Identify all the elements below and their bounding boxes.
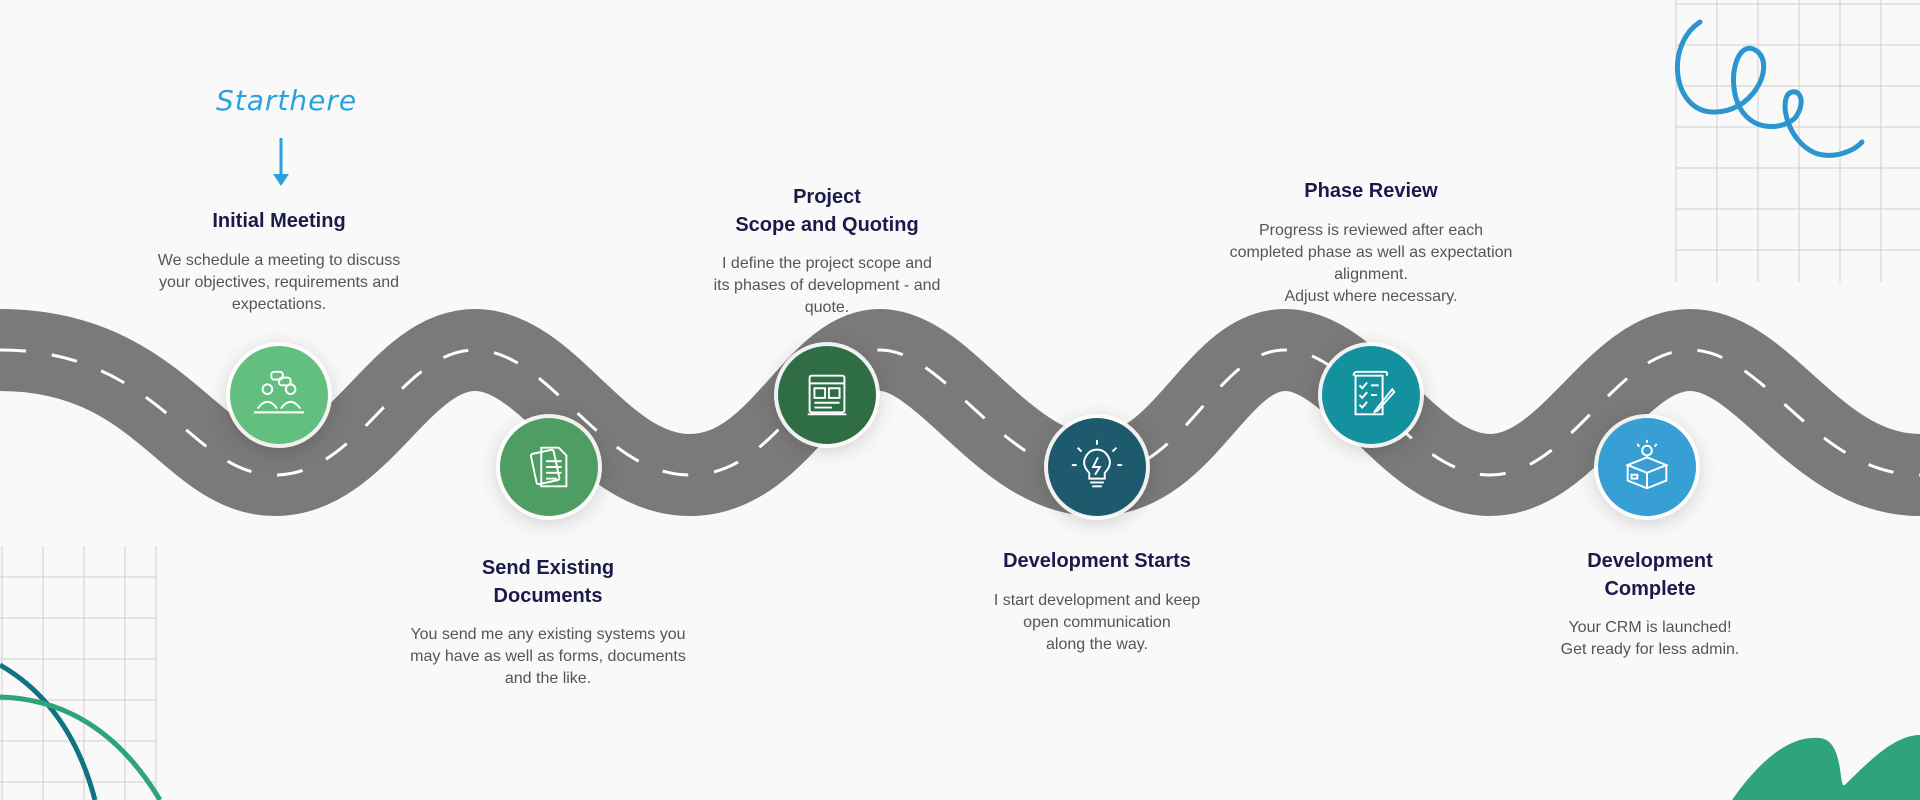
step-desc-phase-review: Progress is reviewed after each complete…	[1196, 220, 1546, 308]
arc-decoration-green	[0, 694, 163, 800]
step-title-line: Initial Meeting	[212, 210, 346, 232]
step-desc-send-existing-documents: You send me any existing systems you may…	[388, 624, 708, 690]
step-desc-line: Adjust where necessary.	[1284, 288, 1458, 305]
step-desc-line: completed phase as well as expectation	[1229, 244, 1513, 261]
step-title-line: Project	[793, 186, 861, 208]
step-desc-line: and the like.	[504, 670, 592, 687]
step-title-initial-meeting: Initial Meeting	[129, 207, 429, 235]
arrow-down-icon	[273, 138, 289, 186]
step-title-line: Development Starts	[1003, 550, 1191, 572]
step-title-development-starts: Development Starts	[947, 547, 1247, 575]
step-title-line: Phase Review	[1304, 180, 1438, 202]
step-desc-project-scope-and-quoting: I define the project scope and its phase…	[677, 253, 977, 319]
step-title-phase-review: Phase Review	[1196, 177, 1546, 205]
step-desc-line: open communication	[1023, 614, 1171, 631]
step-title-line: Development	[1587, 550, 1713, 572]
step-title-line: Scope and Quoting	[735, 214, 919, 236]
package-icon	[1625, 439, 1669, 490]
lightbulb-icon	[1071, 439, 1123, 488]
road-center-dashes	[0, 348, 1920, 477]
step-title-project-scope-and-quoting: Project Scope and Quoting	[677, 183, 977, 239]
step-desc-line: I define the project scope and	[722, 255, 932, 272]
step-badge-initial-meeting	[230, 346, 328, 444]
step-badge-development-complete	[1598, 418, 1696, 516]
step-title-line: Complete	[1604, 578, 1696, 600]
step-desc-line: may have as well as forms, documents	[410, 648, 686, 665]
meeting-icon	[253, 370, 305, 414]
step-title-line: Documents	[493, 585, 603, 607]
step-title-line: Send Existing	[481, 557, 615, 579]
step-badge-send-existing-documents	[500, 418, 598, 516]
grid-pattern-top-right	[1675, 0, 1920, 282]
step-desc-line: Your CRM is launched!	[1568, 619, 1732, 636]
step-badge-project-scope-and-quoting	[778, 346, 876, 444]
step-desc-line: I start development and keep	[993, 592, 1201, 609]
step-desc-line: its phases of development - and	[713, 277, 941, 294]
step-desc-line: expectations.	[231, 296, 327, 313]
step-badge-development-starts	[1048, 418, 1146, 516]
step-desc-line: your objectives, requirements and	[158, 274, 400, 291]
step-desc-initial-meeting: We schedule a meeting to discuss your ob…	[129, 250, 429, 316]
arc-decoration-teal	[0, 662, 98, 800]
documents-icon	[529, 446, 568, 488]
step-desc-line: quote.	[804, 299, 850, 316]
step-title-send-existing-documents: Send Existing Documents	[398, 554, 698, 610]
step-desc-line: We schedule a meeting to discuss	[157, 252, 401, 269]
step-desc-line: along the way.	[1046, 636, 1148, 653]
step-title-development-complete: Development Complete	[1500, 547, 1800, 603]
checklist-icon	[1352, 370, 1396, 416]
step-badge-phase-review	[1322, 346, 1420, 444]
step-desc-line: Get ready for less admin.	[1560, 641, 1740, 658]
step-desc-development-complete: Your CRM is launched! Get ready for less…	[1500, 617, 1800, 661]
step-desc-development-starts: I start development and keep open commun…	[947, 590, 1247, 656]
blueprint-icon	[807, 374, 847, 416]
blob-decoration	[1732, 735, 1920, 800]
start-here-label: Starthere	[216, 84, 358, 117]
step-desc-line: Progress is reviewed after each	[1258, 222, 1484, 239]
step-desc-line: You send me any existing systems you	[410, 626, 686, 643]
step-desc-line: alignment.	[1334, 266, 1408, 283]
squiggle-decoration	[1674, 19, 1865, 158]
grid-pattern-bottom-left	[0, 546, 157, 800]
